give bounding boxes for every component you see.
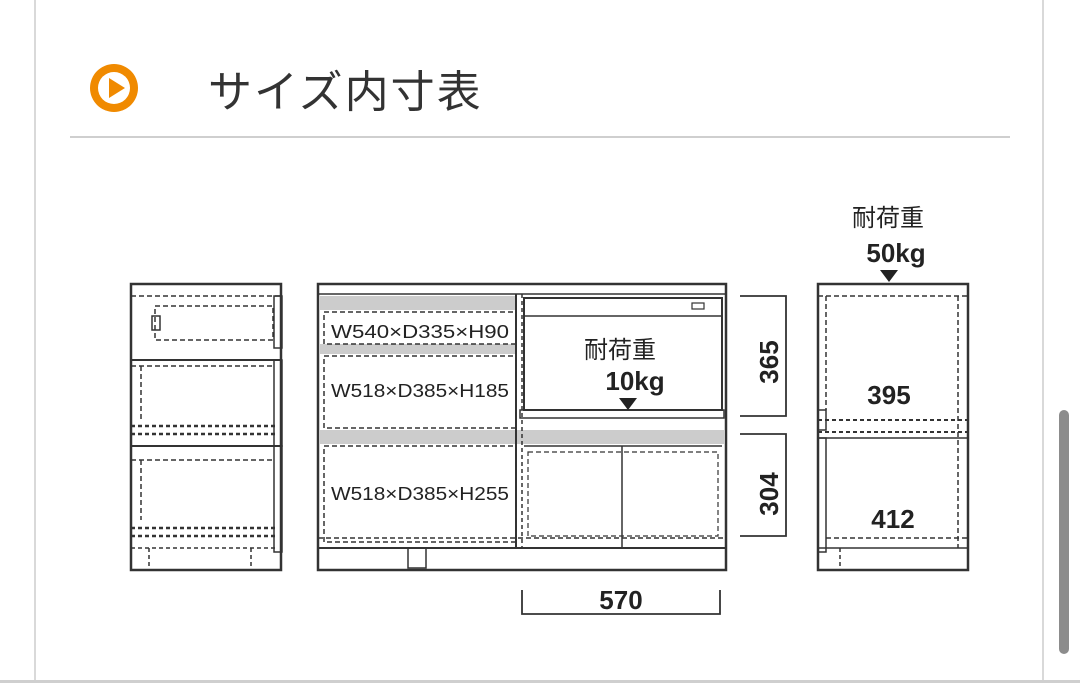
page-title: サイズ内寸表 (208, 67, 483, 118)
dimension-upper-height: 365 (754, 340, 784, 383)
top-load-value: 50kg (866, 238, 925, 268)
dimension-brackets (521, 295, 787, 615)
scrollbar-thumb[interactable] (1059, 410, 1069, 654)
right-side-view (816, 270, 970, 572)
left-side-view (129, 282, 283, 572)
top-load-label: 耐荷重 (852, 205, 924, 232)
inner-size-middle: W518×D385×H185 (331, 381, 509, 401)
side-upper-depth: 395 (867, 380, 910, 410)
side-lower-depth: 412 (871, 504, 914, 534)
front-view (316, 282, 728, 572)
frame-bottom-border (0, 680, 1080, 683)
shelf-load-value: 10kg (605, 366, 664, 396)
play-circle-icon (90, 64, 138, 112)
inner-size-lower: W518×D385×H255 (331, 484, 509, 504)
heading-divider (70, 136, 1010, 138)
inner-size-upper: W540×D335×H90 (331, 322, 509, 342)
dimension-lower-height: 304 (754, 472, 784, 516)
frame-left-border (34, 0, 36, 683)
dimension-width: 570 (599, 585, 642, 615)
load-arrow-icon (619, 398, 637, 410)
load-arrow-icon (880, 270, 898, 282)
section-heading: サイズ内寸表 (88, 58, 483, 118)
shelf-load-label: 耐荷重 (584, 337, 656, 364)
frame-right-border (1042, 0, 1044, 683)
